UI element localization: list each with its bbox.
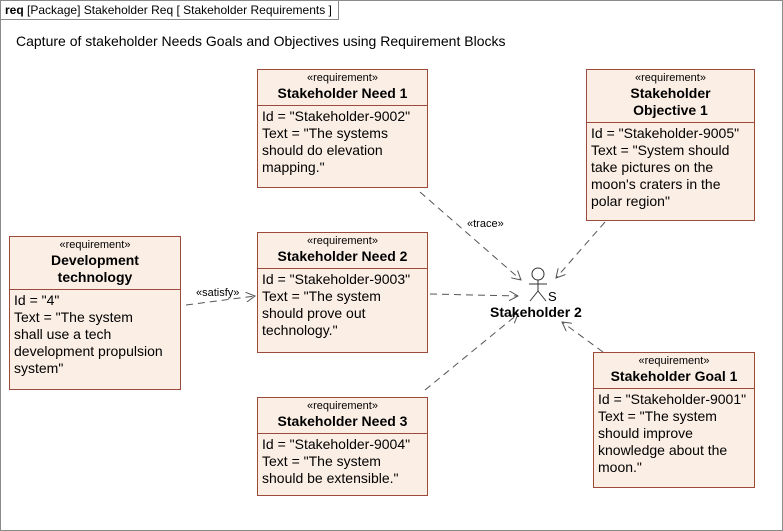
requirement-need-3[interactable]: «requirement» Stakeholder Need 3 Id = "S… [257, 397, 428, 496]
actor-figure-icon[interactable] [529, 267, 547, 302]
requirement-body: Id = "Stakeholder-9004" Text = "The syst… [258, 434, 427, 489]
trace-edge-need3[interactable] [424, 314, 518, 391]
requirement-id: Id = "Stakeholder-9002" [262, 108, 411, 124]
trace-edge-need2[interactable] [429, 294, 518, 296]
requirement-text: Text = "The system shall use a tech deve… [14, 309, 163, 376]
requirement-header: «requirement» Stakeholder Objective 1 [587, 70, 754, 123]
requirement-id: Id = "Stakeholder-9005" [591, 125, 740, 141]
requirement-goal-1[interactable]: «requirement» Stakeholder Goal 1 Id = "S… [593, 352, 755, 488]
requirement-name: Stakeholder Need 3 [277, 413, 408, 429]
requirement-text: Text = "The system should improve knowle… [598, 408, 728, 475]
stereotype-label: «requirement» [307, 72, 378, 84]
stereotype-label: «requirement» [59, 239, 131, 251]
requirement-name: Stakeholder Goal 1 [610, 368, 738, 384]
requirement-header: «requirement» Stakeholder Need 1 [258, 70, 427, 106]
diagram-kind: req [5, 3, 24, 17]
requirement-id: Id = "Stakeholder-9001" [598, 391, 747, 407]
requirement-body: Id = "Stakeholder-9002" Text = "The syst… [258, 106, 427, 178]
requirement-name: Development technology [51, 252, 139, 285]
requirement-id: Id = "Stakeholder-9004" [262, 436, 411, 452]
requirement-objective-1[interactable]: «requirement» Stakeholder Objective 1 Id… [586, 69, 755, 221]
requirement-header: «requirement» Stakeholder Goal 1 [594, 353, 754, 389]
requirement-text: Text = "The system should be extensible.… [262, 453, 399, 486]
requirement-development-technology[interactable]: «requirement» Development technology Id … [9, 236, 181, 390]
satisfy-label: «satisfy» [196, 287, 240, 299]
diagram-frame-header: req [Package] Stakeholder Req [ Stakehol… [1, 1, 339, 20]
requirement-header: «requirement» Stakeholder Need 2 [258, 233, 427, 269]
requirement-text: Text = "System should take pictures on t… [591, 142, 730, 209]
requirement-name: Stakeholder Need 2 [277, 248, 408, 264]
stereotype-label: «requirement» [638, 355, 710, 367]
diagram-caption: Capture of stakeholder Needs Goals and O… [16, 33, 506, 49]
actor-name: Stakeholder 2 [490, 304, 582, 320]
trace-edge-need1[interactable] [419, 191, 521, 280]
trace-label: «trace» [467, 218, 504, 230]
trace-edge-objective1[interactable] [556, 221, 606, 278]
requirement-name: Stakeholder Need 1 [277, 85, 408, 101]
requirement-need-1[interactable]: «requirement» Stakeholder Need 1 Id = "S… [257, 69, 428, 188]
requirement-header: «requirement» Stakeholder Need 3 [258, 398, 427, 434]
diagram-frame-title: [Package] Stakeholder Req [ Stakeholder … [27, 3, 332, 17]
requirement-body: Id = "Stakeholder-9005" Text = "System s… [587, 123, 754, 212]
requirement-need-2[interactable]: «requirement» Stakeholder Need 2 Id = "S… [257, 232, 428, 353]
requirement-text: Text = "The systems should do elevation … [262, 125, 388, 175]
requirement-body: Id = "4" Text = "The system shall use a … [10, 290, 180, 379]
trace-edge-goal1[interactable] [562, 322, 604, 353]
requirement-id: Id = "4" [14, 292, 60, 308]
requirement-text: Text = "The system should prove out tech… [262, 288, 381, 338]
requirement-id: Id = "Stakeholder-9003" [262, 271, 411, 287]
stereotype-label: «requirement» [307, 400, 378, 412]
requirement-body: Id = "Stakeholder-9003" Text = "The syst… [258, 269, 427, 341]
actor-badge: S [548, 289, 557, 304]
requirement-name: Stakeholder Objective 1 [630, 85, 711, 118]
requirement-body: Id = "Stakeholder-9001" Text = "The syst… [594, 389, 754, 478]
requirement-header: «requirement» Development technology [10, 237, 180, 290]
stereotype-label: «requirement» [635, 72, 706, 84]
stereotype-label: «requirement» [307, 235, 378, 247]
